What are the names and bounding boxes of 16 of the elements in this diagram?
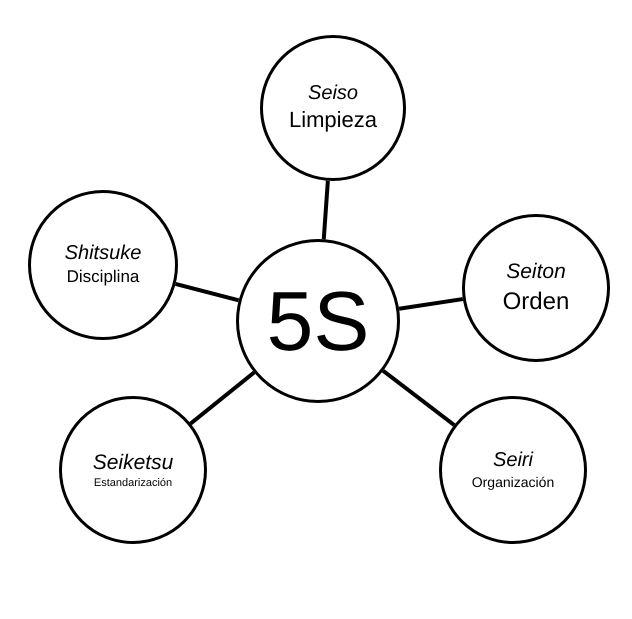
center-label: 5S xyxy=(266,272,370,370)
translation-label: Organización xyxy=(472,473,554,492)
japanese-term: Seiketsu xyxy=(92,450,174,476)
connector-line xyxy=(398,297,464,311)
japanese-term: Seiri xyxy=(492,448,533,474)
connector-line xyxy=(189,370,256,426)
connector-line xyxy=(175,282,240,302)
connector-line xyxy=(322,180,330,240)
japanese-term: Shitsuke xyxy=(64,241,142,266)
connector-line xyxy=(382,369,456,427)
translation-label: Orden xyxy=(502,286,570,317)
japanese-term: Seiso xyxy=(308,81,358,106)
japanese-term: Seiton xyxy=(506,259,566,286)
translation-label: Estandarización xyxy=(94,476,172,490)
translation-label: Disciplina xyxy=(66,266,140,288)
translation-label: Limpieza xyxy=(288,106,378,134)
